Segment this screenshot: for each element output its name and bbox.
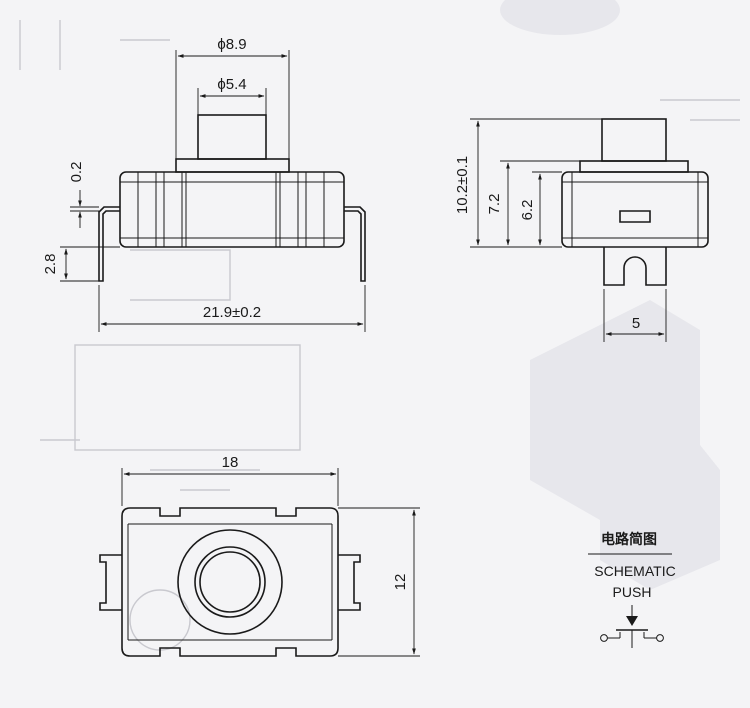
- dim-pin-width: 5: [632, 315, 640, 332]
- schematic-title-en: SCHEMATIC: [594, 563, 675, 579]
- dim-body-lower: 6.2: [519, 200, 536, 221]
- dim-total-width: 21.9±0.2: [203, 304, 261, 321]
- dim-outer-diameter: ϕ8.9: [217, 36, 246, 53]
- dim-inner-diameter: ϕ5.4: [217, 76, 246, 93]
- dim-pin-height: 2.8: [42, 254, 59, 275]
- dim-total-height: 10.2±0.1: [454, 156, 471, 214]
- schematic-label: PUSH: [613, 584, 652, 600]
- dim-width: 18: [222, 454, 239, 471]
- end-view: 10.2±0.1 7.2 6.2 5: [454, 118, 709, 342]
- top-view: 18 12: [99, 454, 420, 657]
- push-arrow-icon: [626, 616, 638, 626]
- schematic: 电路简图 SCHEMATIC PUSH: [588, 531, 676, 648]
- dim-body-height: 7.2: [486, 194, 503, 215]
- dim-top-gap: 0.2: [68, 162, 85, 183]
- schematic-title-cn: 电路简图: [601, 531, 657, 547]
- side-view: ϕ8.9 ϕ5.4 0.2 2.8 21.9±0.2: [42, 36, 366, 332]
- dim-height: 12: [392, 574, 409, 591]
